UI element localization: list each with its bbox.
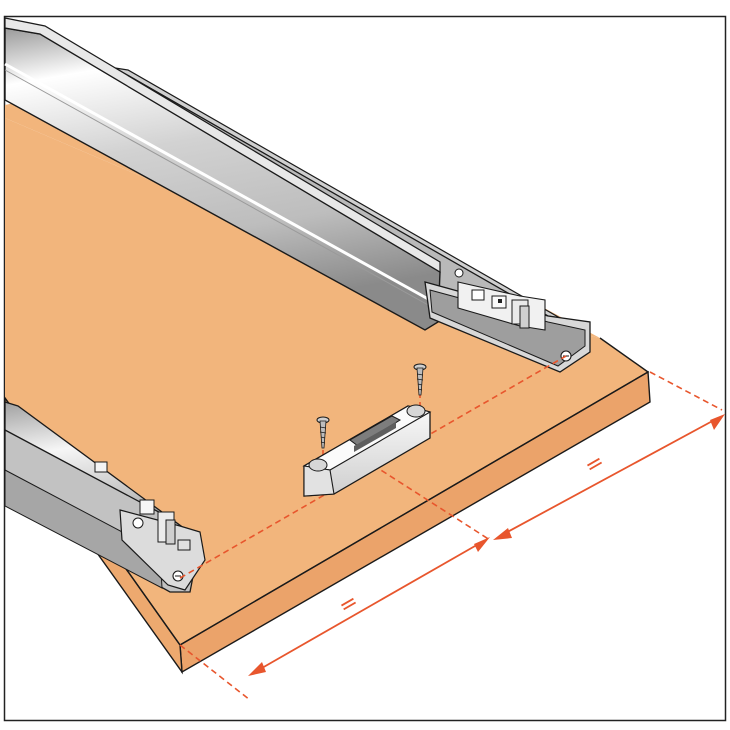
drawer-bottom-panel-icon <box>4 80 651 675</box>
synchronization-coupling-icon <box>302 404 432 497</box>
runner-locking-clip-left <box>94 461 191 551</box>
dimension-arrow-front <box>248 537 490 676</box>
drawer-runner-right-icon <box>4 17 591 373</box>
drawer-runner-left-icon <box>4 401 206 593</box>
dimension-arrow-side <box>493 414 725 540</box>
runner-locking-clip-right <box>454 268 546 331</box>
dimension-label-side: = <box>581 449 609 480</box>
dimension-label-front: = <box>335 589 363 620</box>
figure-frame <box>3 15 727 722</box>
screw-icon <box>413 363 427 396</box>
screw-icon <box>316 416 330 449</box>
